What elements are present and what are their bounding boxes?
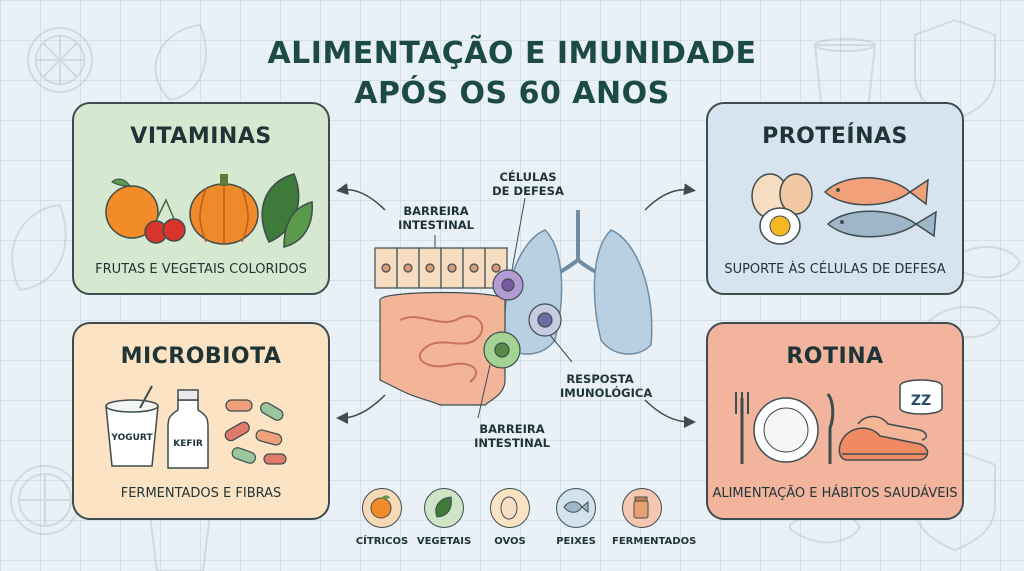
food-fermentados: FERMENTADOS bbox=[612, 488, 697, 547]
fish-icon bbox=[826, 210, 937, 238]
title-line-1: ALIMENTAÇÃO E IMUNIDADE bbox=[267, 36, 757, 71]
yogurt-cup-icon: YOGURT bbox=[105, 385, 159, 467]
protein-foods-icon bbox=[751, 173, 937, 245]
immune-system-illustration bbox=[374, 197, 653, 419]
defense-cells-icon bbox=[483, 269, 562, 369]
leaf-icon bbox=[435, 496, 452, 518]
sleep-text: ZZ bbox=[911, 393, 931, 409]
orange-icon bbox=[105, 178, 159, 239]
card-vitaminas-subtitle: FRUTAS E VEGETAIS COLORIDOS bbox=[95, 262, 307, 277]
card-rotina-subtitle: ALIMENTAÇÃO E HÁBITOS SAUDÁVEIS bbox=[712, 486, 958, 501]
intestinal-barrier-icon bbox=[374, 247, 508, 289]
plate-icon bbox=[753, 397, 819, 463]
fork-icon bbox=[735, 392, 749, 464]
food-vegetais: VEGETAIS bbox=[414, 488, 474, 547]
page-title: ALIMENTAÇÃO E IMUNIDADE APÓS OS 60 ANOS bbox=[200, 34, 824, 114]
label-barreira-intestinal-top: BARREIRA INTESTINAL bbox=[398, 204, 474, 232]
sneakers-icon bbox=[838, 415, 929, 461]
food-ovos: OVOS bbox=[480, 488, 540, 547]
arrow-rotina bbox=[644, 399, 696, 428]
intestine-icon bbox=[379, 291, 506, 406]
citrus-icon bbox=[370, 495, 392, 519]
card-rotina: ROTINA ZZ ALIMENTAÇÃO E HÁBITOS SAUDÁVEI… bbox=[706, 322, 964, 520]
salmon-icon bbox=[823, 177, 929, 206]
card-vitaminas-title: VITAMINAS bbox=[130, 124, 272, 149]
spinach-icon bbox=[261, 173, 313, 248]
food-peixes: PEIXES bbox=[546, 488, 606, 547]
orange-slice-deco-icon bbox=[10, 27, 93, 535]
fruits-vegetables-icon bbox=[105, 173, 313, 248]
label-celulas-defesa: CÉLULAS DE DEFESA bbox=[492, 170, 564, 198]
lungs-icon bbox=[503, 210, 653, 355]
jar-icon bbox=[633, 496, 649, 519]
leaf-deco-icon bbox=[11, 23, 207, 292]
title-line-2: APÓS OS 60 ANOS bbox=[354, 76, 670, 111]
food-label: PEIXES bbox=[556, 536, 596, 547]
card-proteinas: PROTEÍNAS SUPORTE ÀS CÉLULAS DE DEFESA bbox=[706, 102, 964, 295]
sleep-bubble-icon: ZZ bbox=[899, 379, 943, 415]
arrow-vitaminas bbox=[336, 183, 386, 211]
routine-icon: ZZ bbox=[735, 379, 943, 464]
card-proteinas-subtitle: SUPORTE ÀS CÉLULAS DE DEFESA bbox=[724, 262, 946, 277]
food-label: OVOS bbox=[494, 536, 526, 547]
fish-icon bbox=[563, 500, 589, 514]
food-label: CÍTRICOS bbox=[355, 536, 409, 547]
yogurt-label: YOGURT bbox=[110, 433, 153, 443]
card-microbiota-subtitle: FERMENTADOS E FIBRAS bbox=[120, 486, 282, 501]
kefir-label: KEFIR bbox=[173, 439, 203, 449]
food-label: FERMENTADOS bbox=[612, 536, 697, 547]
label-barreira-intestinal-bottom: BARREIRA INTESTINAL bbox=[474, 422, 550, 450]
bacteria-icon bbox=[224, 399, 287, 465]
card-microbiota: MICROBIOTA YOGURT KEFIR FERMENTADOS E FI… bbox=[72, 322, 330, 520]
card-proteinas-title: PROTEÍNAS bbox=[762, 124, 908, 149]
food-citricos: CÍTRICOS bbox=[352, 488, 412, 547]
pumpkin-icon bbox=[189, 174, 259, 245]
label-resposta-imunologica: RESPOSTA IMUNOLÓGICA bbox=[560, 372, 653, 400]
cherries-icon bbox=[144, 198, 186, 244]
arrow-microbiota bbox=[336, 394, 386, 424]
kefir-bottle-icon: KEFIR bbox=[167, 389, 209, 469]
eggs-icon bbox=[751, 173, 813, 245]
knife-icon bbox=[826, 393, 835, 464]
card-rotina-title: ROTINA bbox=[786, 344, 884, 369]
card-vitaminas: VITAMINAS FRUTAS E VEGETAIS COLORIDOS bbox=[72, 102, 330, 295]
food-label: VEGETAIS bbox=[416, 536, 472, 547]
arrow-proteinas bbox=[644, 183, 696, 211]
card-microbiota-title: MICROBIOTA bbox=[120, 344, 282, 369]
fermented-foods-icon: YOGURT KEFIR bbox=[105, 385, 287, 469]
egg-icon bbox=[500, 496, 518, 520]
